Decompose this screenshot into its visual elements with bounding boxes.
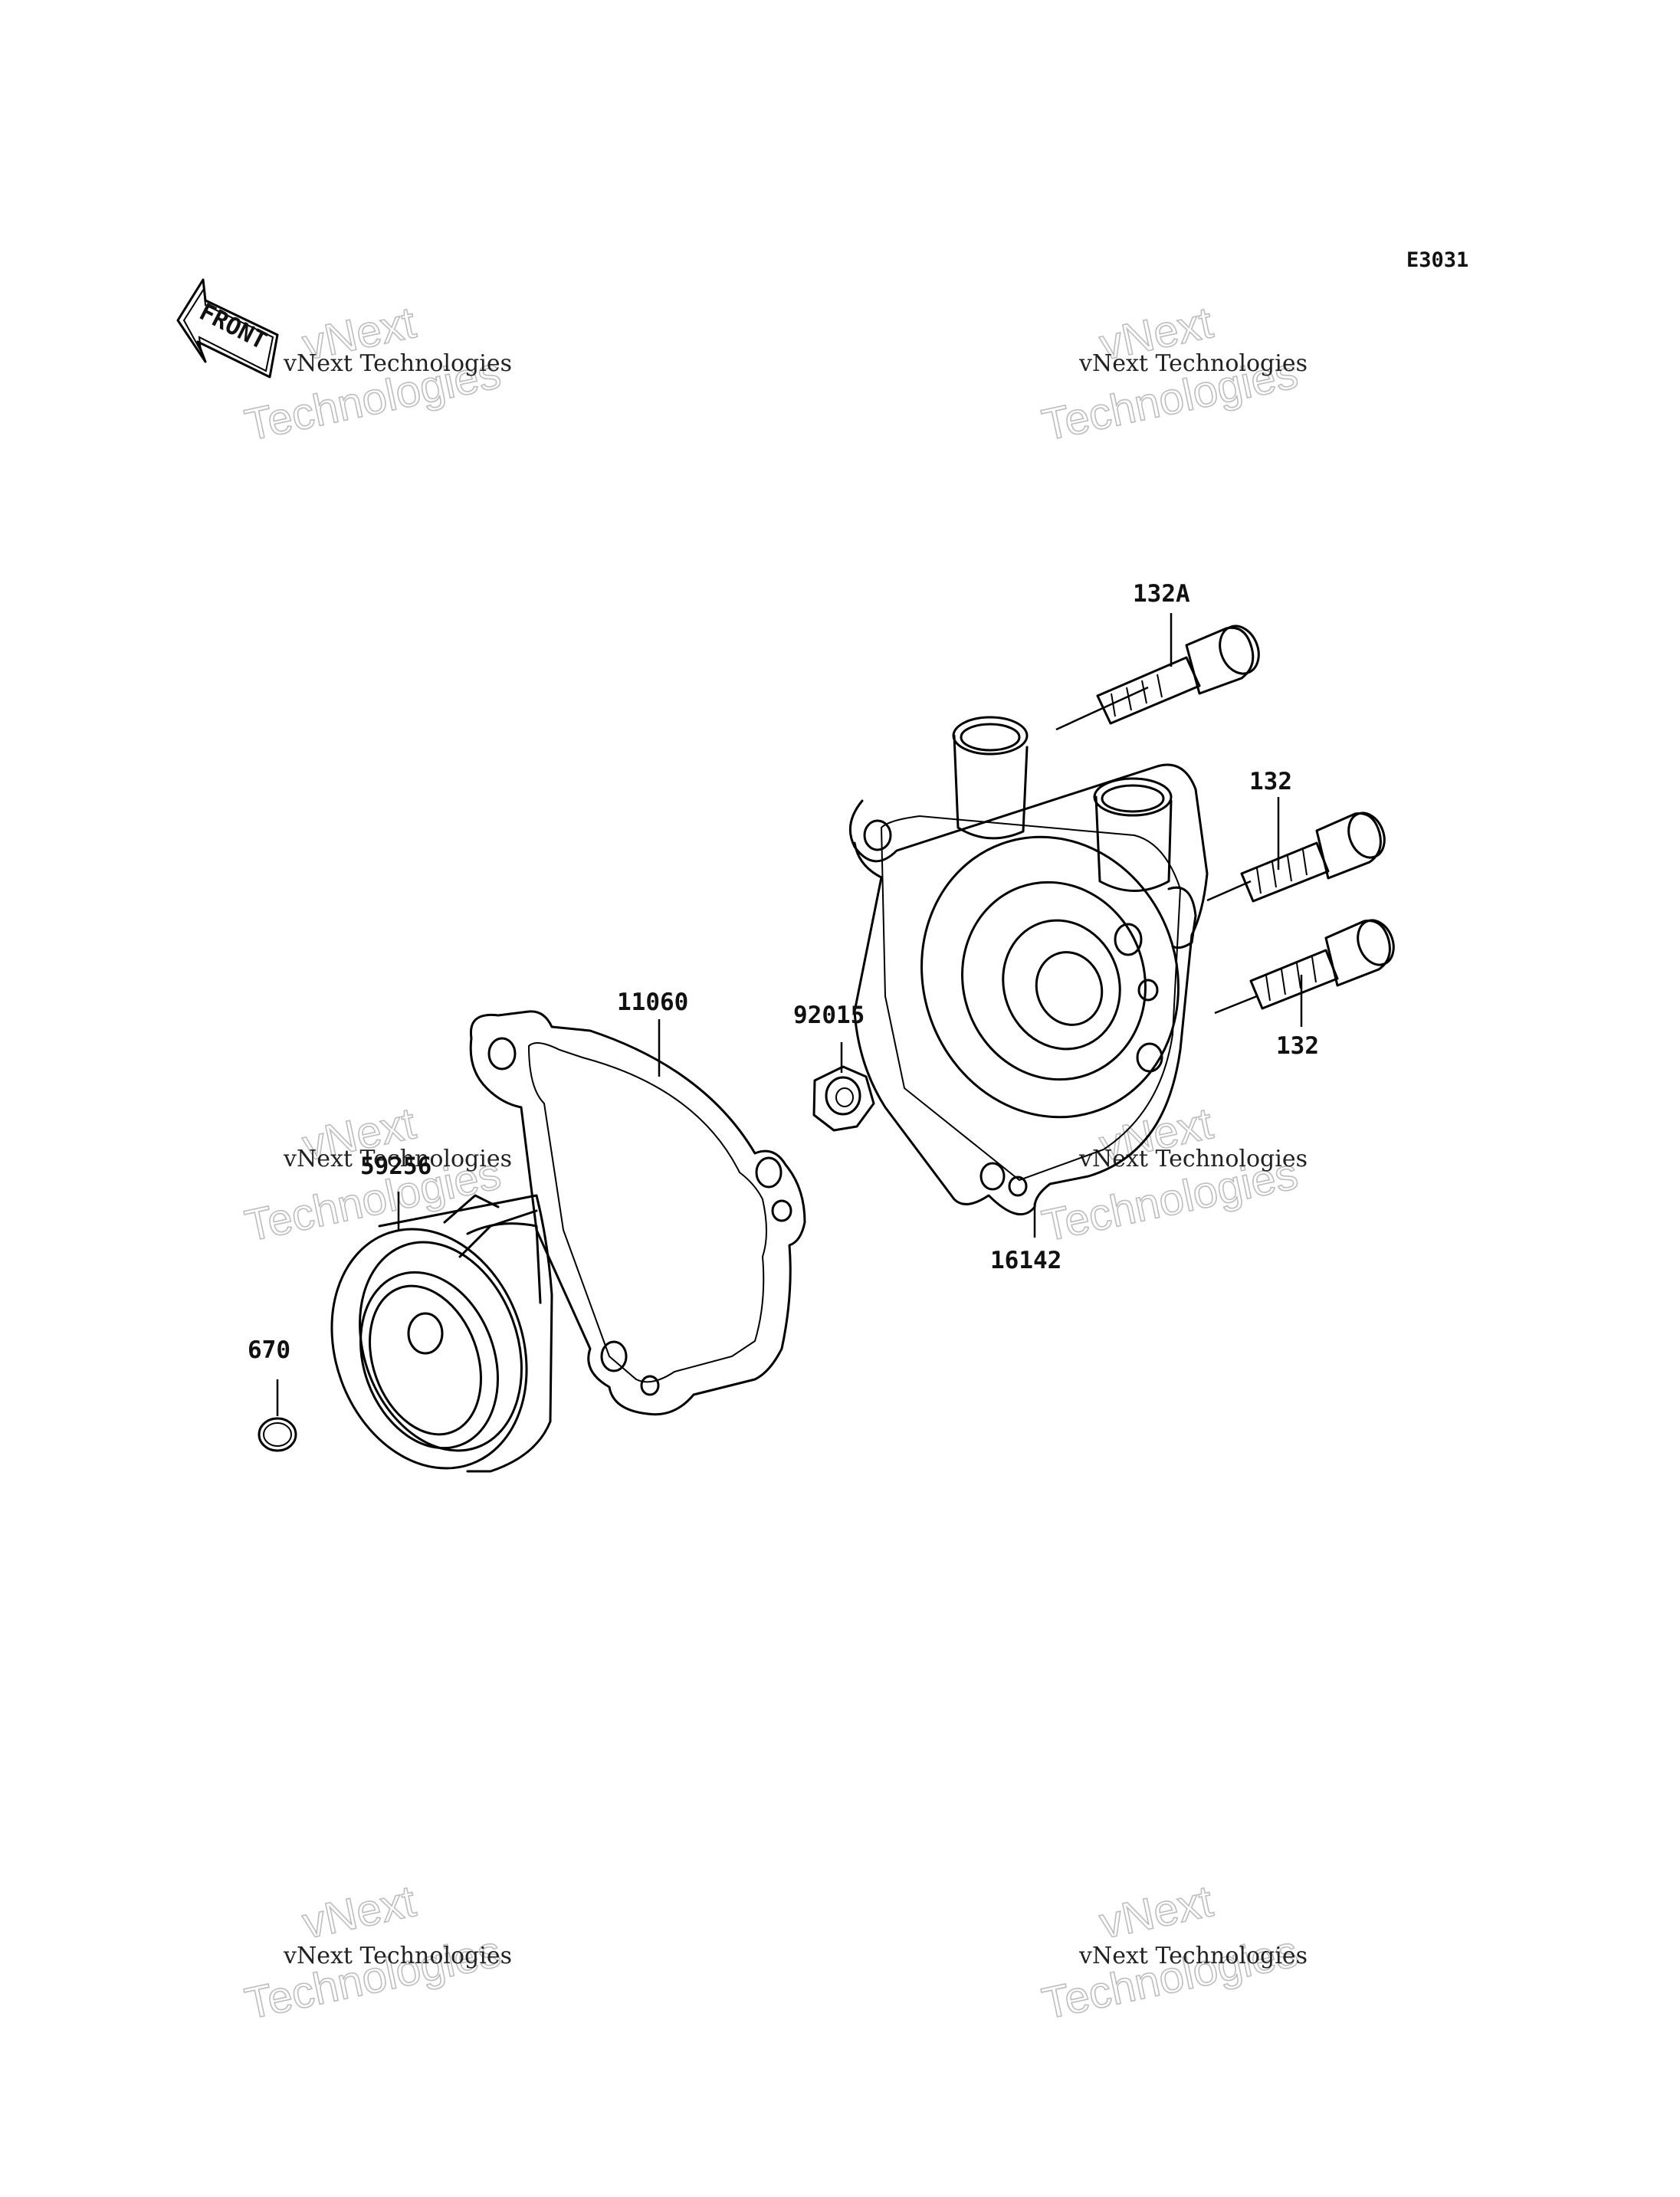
watermark-bottom-right: vNext Technologies vNext Technologies <box>1037 1876 1308 2030</box>
part-label-670: 670 <box>248 1336 290 1364</box>
front-arrow-icon: FRONT <box>176 278 279 379</box>
svg-text:vNext: vNext <box>298 1876 420 1948</box>
bolt-132-lower-part <box>1249 919 1395 1010</box>
svg-text:vNext Technologies: vNext Technologies <box>1078 1943 1308 1969</box>
svg-text:vNext: vNext <box>1095 1876 1217 1948</box>
watermark-mid-right: vNext Technologies vNext Technologies <box>1037 1098 1308 1252</box>
leader-132-lower-b <box>1214 995 1258 1015</box>
impeller-part <box>330 1194 553 1473</box>
part-label-16142: 16142 <box>990 1247 1061 1274</box>
part-label-92015: 92015 <box>793 1002 865 1029</box>
bolt-132-upper-part <box>1240 812 1386 903</box>
part-label-59256: 59256 <box>360 1153 431 1180</box>
svg-text:vNext Technologies: vNext Technologies <box>283 1943 512 1969</box>
part-label-132-lower: 132 <box>1276 1032 1319 1060</box>
leader-132a-b <box>1055 686 1149 731</box>
part-label-132a: 132A <box>1133 580 1190 608</box>
diagram-code: E3031 <box>1406 248 1468 272</box>
watermark-top-right: vNext Technologies vNext Technologies <box>1037 297 1308 451</box>
leader-132-upper-b <box>1206 880 1252 902</box>
svg-text:vNext Technologies: vNext Technologies <box>283 350 512 377</box>
part-label-11060: 11060 <box>617 989 688 1016</box>
washer-part <box>812 1065 875 1132</box>
bolt-132a-part <box>1096 625 1260 725</box>
watermark-bottom-left: vNext Technologies vNext Technologies <box>240 1876 512 2030</box>
svg-text:Technologies: Technologies <box>241 1926 505 2029</box>
part-label-132-upper: 132 <box>1249 768 1292 795</box>
svg-text:vNext Technologies: vNext Technologies <box>1078 350 1308 377</box>
pump-cover-part <box>848 716 1209 1215</box>
svg-text:vNext Technologies: vNext Technologies <box>1078 1146 1308 1172</box>
svg-text:Technologies: Technologies <box>1038 1926 1302 2029</box>
svg-text:vNext Technologies: vNext Technologies <box>283 1146 512 1172</box>
watermark-top-left: vNext Technologies vNext Technologies <box>240 297 512 451</box>
gasket-part <box>469 1010 806 1416</box>
o-ring-part <box>258 1417 297 1452</box>
